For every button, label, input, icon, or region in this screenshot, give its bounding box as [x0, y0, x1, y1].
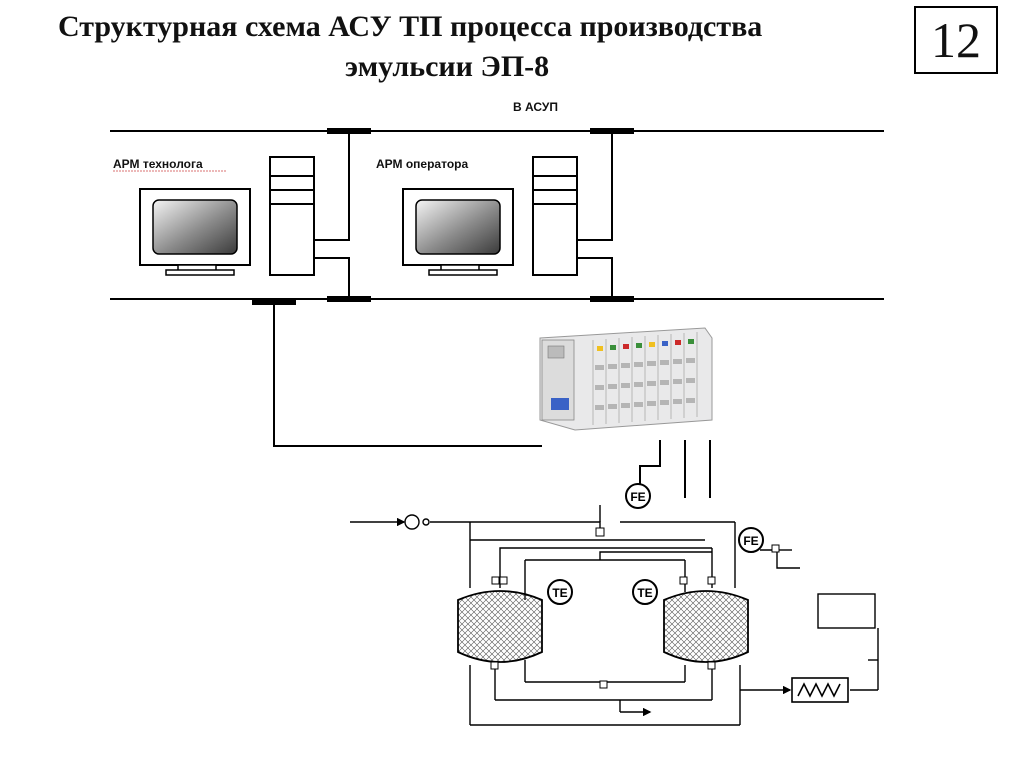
temperature-sensor-left-label: TE [552, 586, 567, 600]
heat-exchanger-icon [791, 677, 849, 703]
slide-title-line-1: Структурная схема АСУ ТП процесса произв… [58, 10, 763, 43]
flow-sensor-right: FE [738, 527, 764, 553]
workstation-technologist-label: АРМ технолога [113, 157, 203, 171]
flow-sensor-right-label: FE [743, 534, 758, 548]
workstation-operator-label: АРМ оператора [376, 157, 468, 171]
temperature-sensor-right-label: TE [637, 586, 652, 600]
plc-controller-icon [539, 327, 713, 431]
bus-taps [252, 128, 634, 305]
monitor-icon [139, 188, 251, 276]
signal-lines [639, 440, 711, 498]
temperature-sensor-left: TE [547, 579, 573, 605]
reactor-left [457, 590, 543, 663]
network-buses [110, 130, 884, 300]
system-unit-icon [532, 156, 578, 276]
slide-number: 12 [931, 12, 981, 68]
workstation-operator: АРМ оператора [376, 156, 578, 276]
temperature-sensor-right: TE [632, 579, 658, 605]
flow-sensor-top: FE [625, 483, 651, 509]
valves [490, 527, 780, 689]
slide-title-line-2: эмульсии ЭП-8 [345, 50, 550, 83]
reactor-right [663, 590, 749, 663]
controller-box [817, 593, 876, 629]
workstation-links [273, 134, 613, 447]
flow-sensor-top-label: FE [630, 490, 645, 504]
system-unit-icon [269, 156, 315, 276]
uplink-label: В АСУП [513, 100, 558, 114]
monitor-icon [402, 188, 514, 276]
workstation-technologist: АРМ технолога [113, 156, 315, 276]
slide-number-box: 12 [914, 6, 998, 74]
